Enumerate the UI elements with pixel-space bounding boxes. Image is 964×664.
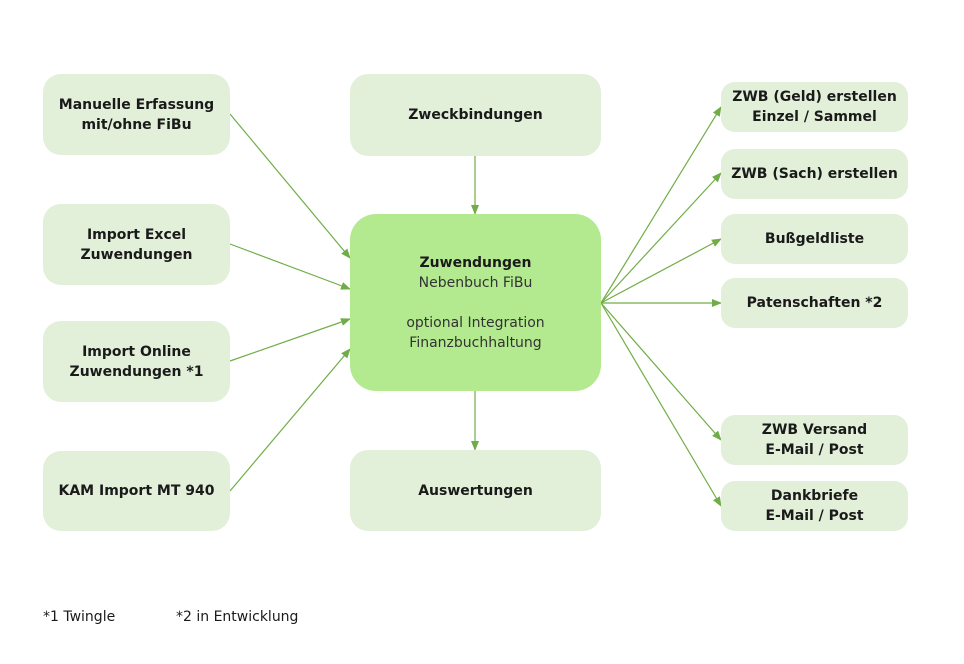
center-fibu-text: Finanzbuchhaltung <box>409 334 542 351</box>
arrow-center-to-bussgeld <box>600 238 722 304</box>
node-auswertungen: Auswertungen <box>350 450 601 531</box>
node-import-excel: Import Excel Zuwendungen <box>43 204 230 285</box>
node-patenschaften: Patenschaften *2 <box>721 278 908 328</box>
arrow-manual-to-center <box>229 113 351 259</box>
node-kam-import: KAM Import MT 940 <box>43 451 230 531</box>
center-integration-text: optional Integration <box>406 314 545 331</box>
node-zwb-geld: ZWB (Geld) erstellen Einzel / Sammel <box>721 82 908 132</box>
arrow-center-to-dankbriefe <box>600 302 722 507</box>
node-zweckbindungen: Zweckbindungen <box>350 74 601 156</box>
node-dankbriefe: Dankbriefe E-Mail / Post <box>721 481 908 531</box>
footnote-entwicklung: *2 in Entwicklung <box>176 609 299 625</box>
arrow-online-to-center <box>229 318 351 362</box>
node-zuwendungen-center: Zuwendungen Nebenbuch FiBu optional Inte… <box>350 214 601 391</box>
arrow-excel-to-center <box>229 243 351 290</box>
center-subtitle: Nebenbuch FiBu <box>418 274 533 291</box>
center-title: Zuwendungen <box>419 254 532 271</box>
node-zwb-versand: ZWB Versand E-Mail / Post <box>721 415 908 465</box>
arrow-center-to-zwb-geld <box>600 106 722 304</box>
arrow-center-to-versand <box>600 302 722 441</box>
node-import-online: Import Online Zuwendungen *1 <box>43 321 230 402</box>
node-manuelle-erfassung: Manuelle Erfassung mit/ohne FiBu <box>43 74 230 155</box>
node-bussgeldliste: Bußgeldliste <box>721 214 908 264</box>
footnote-twingle: *1 Twingle <box>43 609 116 625</box>
arrow-center-to-zwb-sach <box>600 172 722 304</box>
node-zwb-sach: ZWB (Sach) erstellen <box>721 149 908 199</box>
arrow-kam-to-center <box>229 348 351 492</box>
